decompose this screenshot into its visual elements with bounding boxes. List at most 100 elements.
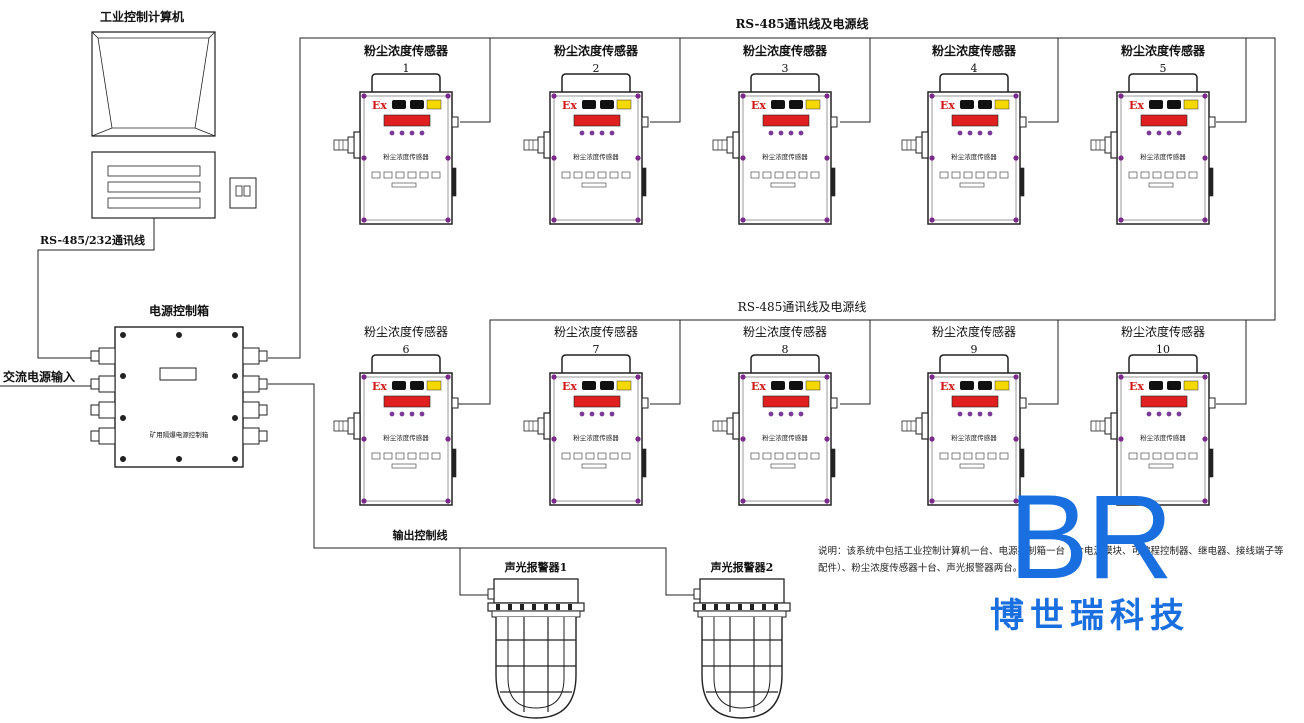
cert-badge	[582, 100, 596, 109]
key	[1188, 452, 1198, 460]
intake-flange	[921, 412, 929, 440]
sensor-label: 粉尘浓度传感器	[1121, 324, 1205, 339]
side-strip	[830, 167, 836, 197]
sensor-button	[778, 411, 784, 417]
screw	[740, 436, 746, 442]
cable-gland	[641, 397, 649, 409]
key	[431, 171, 441, 179]
flange-bolt	[714, 604, 718, 610]
flange-bolt	[774, 604, 778, 610]
ex-mark: Ex	[751, 380, 766, 393]
key	[762, 452, 772, 460]
alarm-1-wire	[459, 548, 488, 596]
key	[1176, 171, 1186, 179]
warning-badge	[805, 99, 821, 110]
key	[798, 452, 808, 460]
slot	[581, 182, 607, 188]
sensor-button	[957, 411, 963, 417]
slot	[391, 182, 417, 188]
screw	[929, 374, 935, 380]
screw	[824, 498, 830, 504]
screw	[445, 155, 451, 161]
key	[798, 171, 808, 179]
key	[573, 171, 583, 179]
screw	[929, 155, 935, 161]
screw	[445, 217, 451, 223]
key	[975, 452, 985, 460]
sensor-handle	[750, 354, 820, 373]
sensor-body	[1116, 91, 1210, 225]
sensor-1-drop	[460, 38, 491, 123]
sensor-button	[768, 130, 774, 136]
power-box-nameplate: 矿用隔爆电源控制箱	[150, 430, 209, 439]
sensor-button	[609, 411, 615, 417]
ex-mark: Ex	[372, 99, 387, 112]
sensor-button	[778, 130, 784, 136]
key	[561, 171, 571, 179]
sensor-number: 9	[971, 343, 978, 356]
sensor-button	[977, 130, 983, 136]
key	[774, 171, 784, 179]
intake-nozzle	[915, 136, 923, 154]
flange-bolt	[702, 604, 706, 610]
intake-flange	[921, 131, 929, 159]
alarm-ring	[491, 610, 581, 618]
key	[987, 452, 997, 460]
intake-flange	[543, 131, 551, 159]
sensor-10-drop	[1216, 320, 1247, 405]
ac-input-label: 交流电源输入	[3, 369, 75, 384]
key	[786, 171, 796, 179]
key	[383, 452, 393, 460]
key	[810, 452, 820, 460]
intake-flange	[353, 412, 361, 440]
power-box-label: 电源控制箱	[149, 303, 209, 318]
screw	[1202, 436, 1208, 442]
sensor-display	[951, 114, 999, 127]
sensor-body	[927, 91, 1021, 225]
cable-gland	[1019, 397, 1027, 409]
ex-mark: Ex	[1129, 380, 1144, 393]
screw	[445, 374, 451, 380]
key	[939, 171, 949, 179]
flange-bolt	[508, 604, 512, 610]
ex-mark: Ex	[562, 380, 577, 393]
screw	[635, 217, 641, 223]
sensor-button	[1166, 411, 1172, 417]
cert-badge	[1167, 100, 1181, 109]
cable-gland	[830, 116, 838, 128]
glands-left	[90, 347, 116, 445]
comm-line-label: RS-485/232通讯线	[40, 233, 145, 247]
sensor-handle	[371, 354, 441, 373]
sensor-panel-text: 粉尘浓度传感器	[1140, 152, 1186, 161]
warning-badge	[994, 99, 1010, 110]
screw	[1202, 217, 1208, 223]
key	[419, 452, 429, 460]
key	[395, 452, 405, 460]
slot	[1148, 182, 1174, 188]
screw	[740, 374, 746, 380]
sensor-number: 6	[403, 343, 410, 356]
sensor-panel-text: 粉尘浓度传感器	[383, 433, 429, 442]
sensor-display	[573, 114, 621, 127]
key	[1188, 171, 1198, 179]
sensor-button	[579, 411, 585, 417]
intake-nozzle	[915, 417, 923, 435]
key	[573, 452, 583, 460]
intake-nozzle	[726, 136, 734, 154]
alarm-cage	[495, 617, 577, 719]
side-strip	[451, 167, 457, 197]
sensor-button	[1146, 130, 1152, 136]
side-strip	[641, 167, 647, 197]
sensor-number: 2	[593, 62, 600, 75]
screw	[635, 436, 641, 442]
screw	[551, 155, 557, 161]
cable-gland	[1019, 116, 1027, 128]
screw	[929, 498, 935, 504]
intake-nozzle	[1104, 417, 1112, 435]
cert-badge	[410, 381, 424, 390]
screw	[824, 93, 830, 99]
flange-bolt	[568, 604, 572, 610]
